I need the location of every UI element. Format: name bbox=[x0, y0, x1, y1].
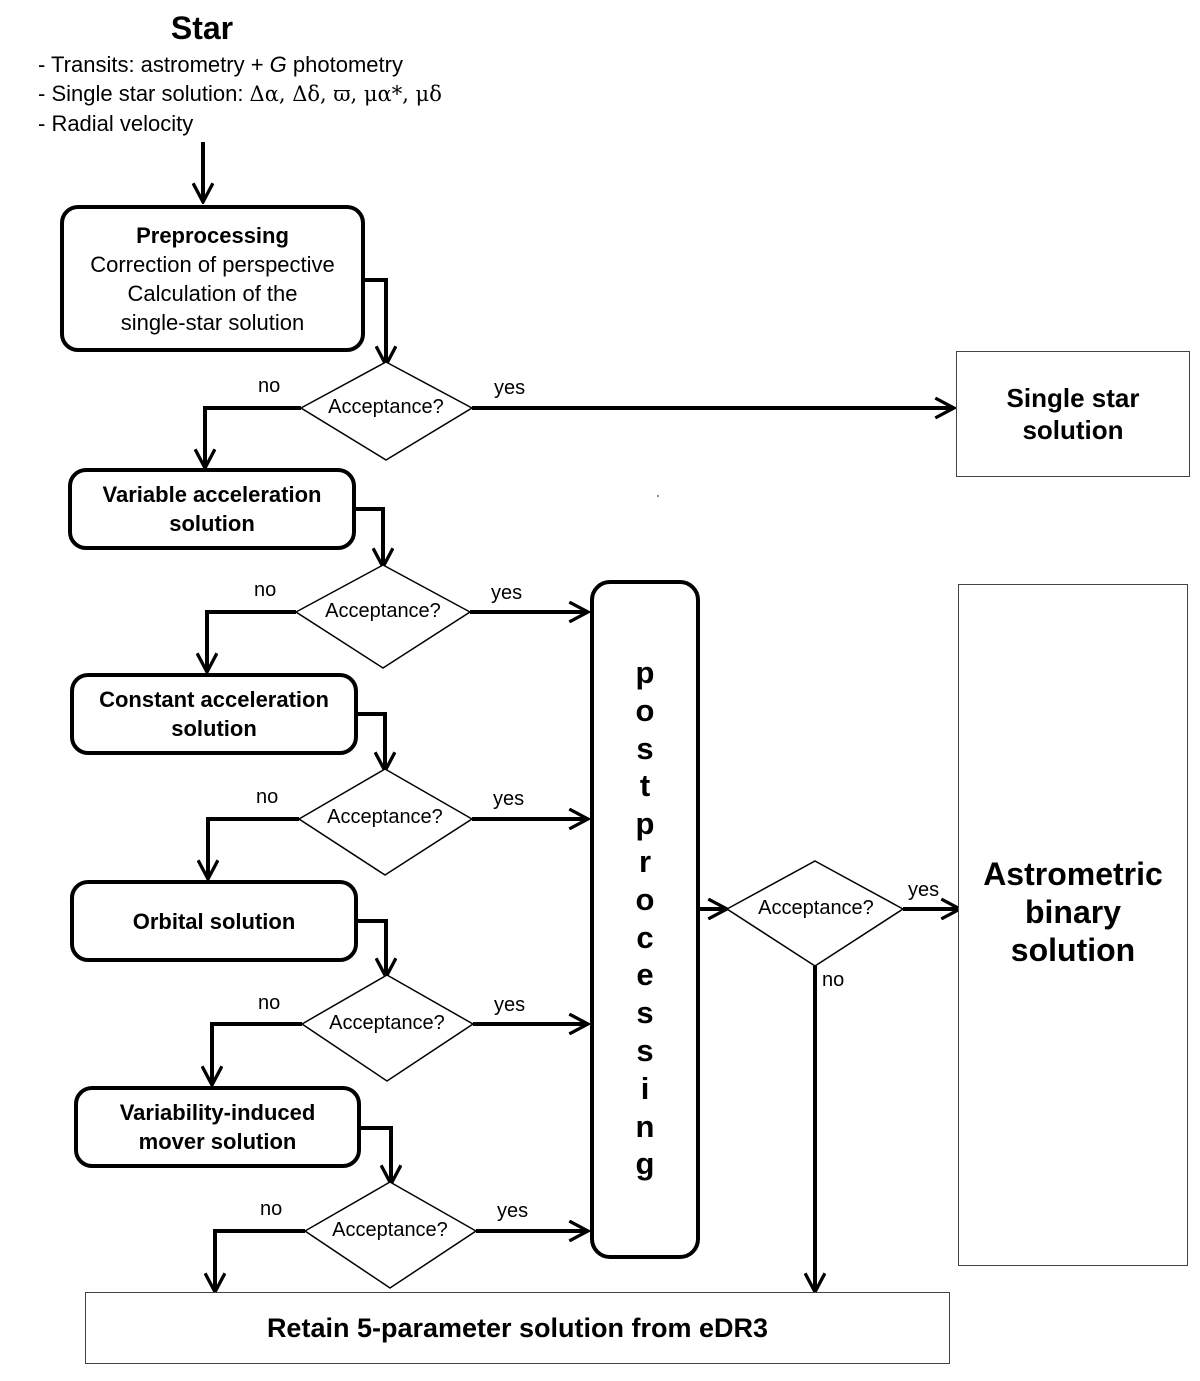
yes-label-4: yes bbox=[494, 994, 526, 1016]
postprocessing-letter: p bbox=[635, 806, 655, 842]
astrometric-line-1: Astrometric bbox=[983, 856, 1163, 892]
postprocessing-letter: g bbox=[635, 1146, 655, 1182]
constant-acceleration-line-2: solution bbox=[171, 716, 257, 741]
decision-label-6: Acceptance? bbox=[758, 897, 874, 919]
vim-line-1: Variability-induced bbox=[119, 1100, 316, 1125]
astrometric-line-2: binary bbox=[1024, 894, 1122, 930]
connector-vim-to-decision bbox=[359, 1126, 391, 1184]
postprocessing-letter: n bbox=[635, 1108, 655, 1144]
yes-label-6: yes bbox=[908, 879, 940, 901]
connector-no-3 bbox=[208, 817, 299, 879]
retain-5-parameter-box: Retain 5-parameter solution from eDR3 bbox=[85, 1292, 950, 1364]
retain-label: Retain 5-parameter solution from eDR3 bbox=[266, 1312, 769, 1343]
postprocessing-letter: p bbox=[635, 655, 655, 690]
variable-acceleration-line-2: solution bbox=[169, 511, 255, 536]
connector-no-1 bbox=[205, 406, 301, 468]
decision-label-2: Acceptance? bbox=[325, 600, 441, 622]
no-label-6: no bbox=[822, 969, 845, 991]
constant-acceleration-box: Constant acceleration solution bbox=[70, 673, 358, 755]
astrometric-parameters: Δα, Δδ, ϖ, μα*, μδ bbox=[249, 82, 442, 106]
decision-label-5: Acceptance? bbox=[332, 1219, 448, 1241]
no-label-3: no bbox=[256, 786, 279, 808]
postprocessing-letter: e bbox=[636, 957, 654, 993]
constant-acceleration-line-1: Constant acceleration bbox=[99, 687, 329, 712]
postprocessing-letter: t bbox=[639, 768, 651, 804]
yes-label-1: yes bbox=[494, 377, 526, 399]
postprocessing-letter: o bbox=[635, 692, 655, 728]
connector-no-2 bbox=[207, 610, 296, 672]
connector-no-4 bbox=[212, 1022, 302, 1085]
astrometric-line-3: solution bbox=[1010, 932, 1136, 968]
no-label-4: no bbox=[258, 992, 281, 1014]
postprocessing-letter: o bbox=[635, 881, 655, 917]
no-label-1: no bbox=[258, 375, 281, 397]
single-star-line-1: Single star bbox=[1006, 383, 1140, 413]
connector-orbital-to-decision bbox=[357, 919, 386, 977]
decision-diamond-1 bbox=[299, 361, 474, 461]
astrometric-binary-solution-box: Astrometric binary solution bbox=[958, 584, 1188, 1266]
orbital-solution-line-1: Orbital solution bbox=[132, 908, 296, 934]
decision-label-4: Acceptance? bbox=[329, 1012, 445, 1034]
orbital-solution-box: Orbital solution bbox=[70, 880, 358, 962]
single-star-line-2: solution bbox=[1022, 415, 1124, 445]
preprocessing-title: Preprocessing bbox=[136, 222, 289, 248]
star-line-radial-velocity: - Radial velocity bbox=[38, 111, 194, 136]
postprocessing-letter: s bbox=[636, 1032, 654, 1068]
postprocessing-letter: i bbox=[640, 1070, 650, 1106]
decision-diamond-3 bbox=[297, 768, 474, 876]
star-properties: - Transits: astrometry + G photometry - … bbox=[38, 50, 442, 138]
connector-no-5 bbox=[215, 1229, 305, 1292]
connector-constant-to-decision bbox=[356, 712, 385, 771]
yes-label-3: yes bbox=[493, 788, 525, 810]
variable-acceleration-line-1: Variable acceleration bbox=[102, 482, 322, 507]
connector-preprocessing-to-decision bbox=[364, 278, 386, 365]
decision-diamond-6 bbox=[725, 860, 905, 967]
postprocessing-letter: r bbox=[638, 843, 652, 879]
star-line-transits: - Transits: astrometry + G photometry bbox=[38, 52, 403, 77]
preprocessing-line-1: Correction of perspective bbox=[90, 251, 335, 277]
no-label-5: no bbox=[260, 1198, 283, 1220]
preprocessing-box: Preprocessing Correction of perspective … bbox=[60, 205, 365, 352]
postprocessing-letter: s bbox=[636, 730, 654, 766]
decision-diamond-5 bbox=[303, 1181, 478, 1289]
vim-solution-box: Variability-induced mover solution bbox=[74, 1086, 361, 1168]
decision-diamond-2 bbox=[294, 564, 472, 669]
vim-line-2: mover solution bbox=[138, 1129, 297, 1154]
no-label-2: no bbox=[254, 579, 277, 601]
postprocessing-letter: c bbox=[636, 919, 654, 955]
postprocessing-letter: s bbox=[636, 995, 654, 1031]
star-line-single-star: - Single star solution: Δα, Δδ, ϖ, μα*, … bbox=[38, 81, 442, 106]
preprocessing-line-3: single-star solution bbox=[120, 309, 305, 335]
connector-variable-to-decision bbox=[354, 507, 383, 567]
yes-label-5: yes bbox=[497, 1200, 529, 1222]
single-star-solution-box: Single star solution bbox=[956, 351, 1190, 477]
decision-diamond-4 bbox=[300, 974, 475, 1082]
decision-label-3: Acceptance? bbox=[327, 806, 443, 828]
variable-acceleration-box: Variable acceleration solution bbox=[68, 468, 356, 550]
yes-label-2: yes bbox=[491, 582, 523, 604]
star-title: Star bbox=[170, 10, 234, 46]
decision-label-1: Acceptance? bbox=[328, 396, 444, 418]
preprocessing-line-2: Calculation of the bbox=[127, 280, 298, 306]
